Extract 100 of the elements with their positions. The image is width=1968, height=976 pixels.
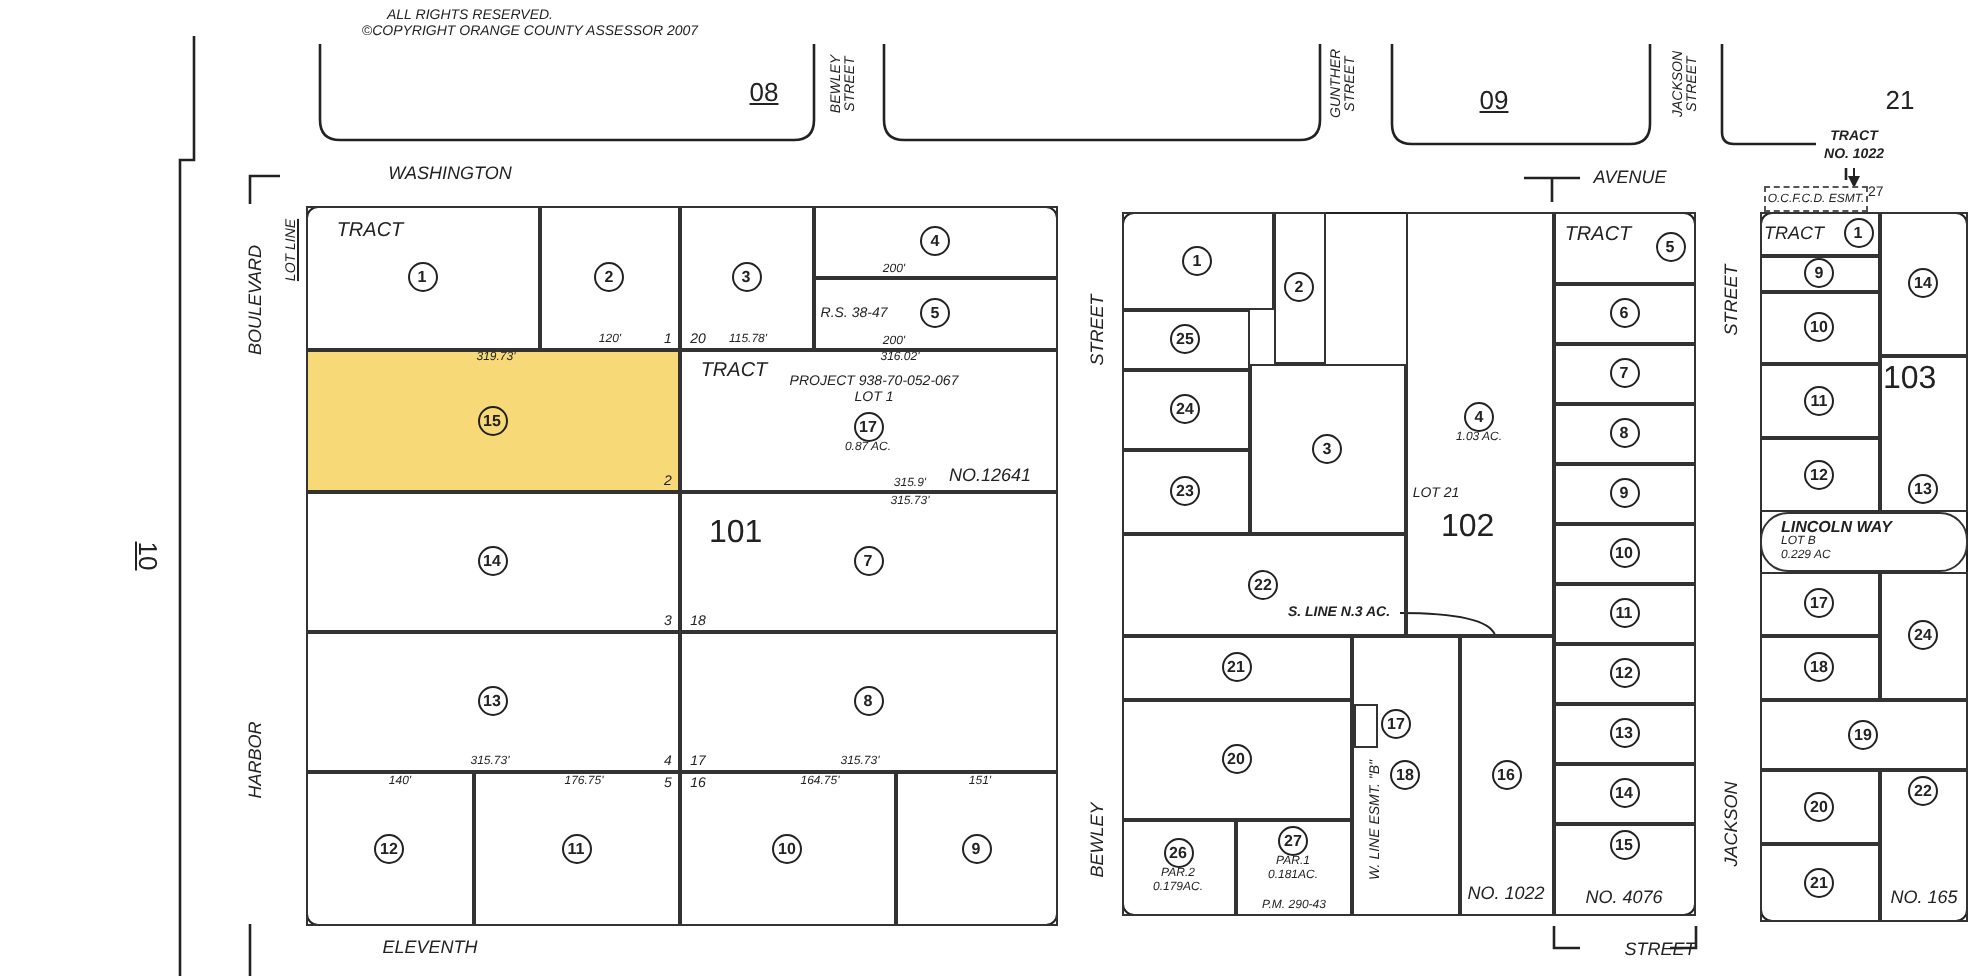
lot-number: 9 <box>1609 478 1639 508</box>
lot-number: 3 <box>731 262 761 292</box>
street-name: WASHINGTON <box>388 165 512 183</box>
lot-number: 7 <box>1609 358 1639 388</box>
parcel <box>1553 643 1695 703</box>
road-lot <box>1759 511 1967 571</box>
parcel <box>1879 211 1967 355</box>
parcel <box>305 349 679 491</box>
lot-number: 22 <box>1248 569 1278 599</box>
block-outline <box>1760 212 1968 922</box>
lot-number: 11 <box>561 833 591 863</box>
leader-arrow <box>1848 167 1860 188</box>
block-outline <box>306 206 1058 926</box>
parcel <box>1553 211 1695 283</box>
street-name: AVENUE <box>1593 169 1667 187</box>
block-outline <box>1122 212 1696 916</box>
lot-number: 17 <box>853 411 883 441</box>
lot-number: 21 <box>1221 652 1251 682</box>
parcel <box>679 349 1057 491</box>
lot-number: 10 <box>772 833 802 863</box>
lot-number: 17 <box>1804 588 1834 618</box>
parcel <box>1553 703 1695 763</box>
street-name: STREET <box>1089 294 1107 366</box>
tract-label: TRACT <box>1764 225 1824 243</box>
parcel <box>679 205 813 349</box>
parcel <box>1759 437 1879 511</box>
parcel <box>1121 211 1273 309</box>
lot-number: 7 <box>853 546 883 576</box>
parcel <box>1759 769 1879 843</box>
parcel <box>1121 369 1249 449</box>
lot-number: 13 <box>1908 473 1938 503</box>
parcel <box>1759 843 1879 921</box>
tract-label: TRACT <box>1564 226 1632 246</box>
lot-number: 10 <box>1609 538 1639 568</box>
street-name: HARBOR <box>247 721 265 799</box>
lot-number: 11 <box>1804 385 1834 415</box>
lot-number: 18 <box>1390 760 1420 790</box>
lot-number: 20 <box>1804 791 1834 821</box>
lot-number: 8 <box>1609 418 1639 448</box>
parcel <box>1353 703 1377 747</box>
lot-number: 12 <box>1609 658 1639 688</box>
tract-number: NO.12641 <box>948 467 1032 485</box>
lot-number: 1 <box>407 262 437 292</box>
lot-number: 21 <box>1804 867 1834 897</box>
lot-number: 14 <box>477 546 507 576</box>
parcel <box>1759 255 1879 291</box>
lot-number: 17 <box>1381 709 1411 739</box>
parcel <box>1759 211 1879 255</box>
tract-number: NO. 165 <box>1890 889 1958 907</box>
parcel <box>1759 635 1879 699</box>
lot-number: 20 <box>1221 744 1251 774</box>
street-name: STREET <box>1723 264 1741 336</box>
street-name: BEWLEY <box>1089 802 1107 878</box>
lot-number: 15 <box>477 405 507 435</box>
parcel <box>895 771 1057 925</box>
lot-number: 23 <box>1170 476 1200 506</box>
lot-number: 12 <box>1804 459 1834 489</box>
circled-number: 101 <box>709 515 769 575</box>
parcel <box>1879 769 1967 921</box>
tract-number: NO. 1022 <box>1467 885 1545 903</box>
parcel <box>1553 823 1695 915</box>
lot-number: 19 <box>1848 719 1878 749</box>
lot-number: 24 <box>1908 620 1938 650</box>
circled-number: 102 <box>1441 509 1501 569</box>
parcel <box>1759 363 1879 437</box>
parcel <box>1553 283 1695 343</box>
lot-number: 25 <box>1170 324 1200 354</box>
lot-number: 4 <box>920 226 950 256</box>
leader-line <box>1398 612 1496 636</box>
lot-number: 2 <box>594 262 624 292</box>
parcel <box>473 771 679 925</box>
lot-number: 10 <box>1804 312 1834 342</box>
map-page-number: 08 <box>749 79 779 105</box>
map-page-number: 10 <box>135 541 161 571</box>
parcel <box>1879 571 1967 699</box>
lot-number: 24 <box>1170 394 1200 424</box>
street-name: ELEVENTH <box>382 939 478 957</box>
lot-number: 9 <box>961 833 991 863</box>
parcel <box>1121 819 1235 915</box>
parcel <box>679 491 1057 631</box>
lot-number: 5 <box>920 298 950 328</box>
parcel <box>305 771 473 925</box>
street-name: LINCOLN WAY <box>1781 518 1892 536</box>
parcel <box>679 771 895 925</box>
lot-number: 13 <box>1609 718 1639 748</box>
parcel <box>1351 635 1459 915</box>
parcel <box>1249 363 1405 533</box>
street-name: BOULEVARD <box>247 244 265 356</box>
tract-label: TRACT <box>336 222 404 242</box>
parcel <box>1121 533 1405 635</box>
lot-number: 1 <box>1843 218 1873 248</box>
lot-number: 13 <box>477 686 507 716</box>
lot-number: 16 <box>1491 760 1521 790</box>
street-name: JACKSON <box>1723 781 1741 867</box>
lot-number: 1 <box>1182 245 1212 275</box>
lot-number: 11 <box>1609 598 1639 628</box>
map-page-number: 09 <box>1479 87 1509 113</box>
parcel <box>1553 463 1695 523</box>
parcel <box>813 277 1057 349</box>
lot-number: 27 <box>1278 825 1308 855</box>
